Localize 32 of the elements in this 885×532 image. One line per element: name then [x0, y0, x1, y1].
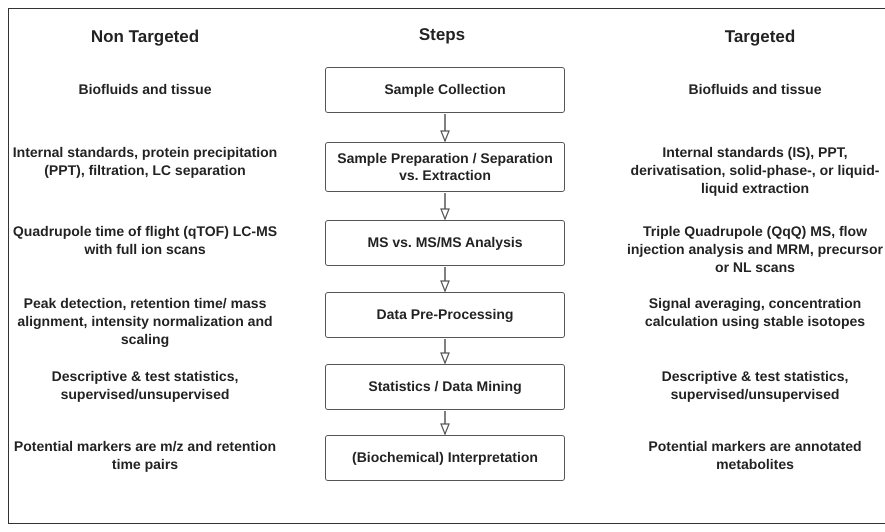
- description-text: Potential markers are annotated metabolites: [647, 437, 863, 474]
- step-label: Data Pre-Processing: [376, 306, 514, 324]
- description-text: Potential markers are m/z and retention time pairs: [12, 437, 278, 474]
- step-box: [325, 142, 565, 192]
- description-text: Quadrupole time of flight (qTOF) LC-MS with full ion scans: [12, 222, 278, 258]
- step-label: Sample Collection: [384, 81, 506, 99]
- step-label: Sample Preparation / Separation vs. Extraction: [336, 150, 554, 184]
- step-label: (Biochemical) Interpretation: [352, 449, 538, 467]
- step-box: [325, 435, 565, 481]
- step-label: MS vs. MS/MS Analysis: [367, 234, 523, 252]
- description-text: Biofluids and tissue: [687, 80, 822, 98]
- column-heading: Steps: [418, 24, 466, 46]
- description-text: Descriptive & test statistics, supervised/unsupervised: [660, 367, 850, 404]
- description-text: Triple Quadrupole (QqQ) MS, flow injection analysis and MRM, precursor or NL scans: [626, 222, 884, 277]
- step-box: [325, 292, 565, 338]
- description-text: Biofluids and tissue: [77, 80, 212, 98]
- arrow: [440, 339, 450, 364]
- column-heading: Non Targeted: [90, 26, 200, 48]
- column-heading: Targeted: [724, 26, 796, 48]
- step-label: Statistics / Data Mining: [368, 378, 522, 396]
- arrow: [440, 193, 450, 220]
- step-box: [325, 364, 565, 410]
- description-text: Descriptive & test statistics, supervised/unsupervised: [50, 367, 240, 404]
- step-box: [325, 220, 565, 266]
- arrow: [440, 267, 450, 292]
- step-box: [325, 67, 565, 113]
- description-text: Internal standards, protein precipitation (PPT), filtration, LC separation: [12, 143, 278, 180]
- description-text: Internal standards (IS), PPT, derivatisation, solid-phase-, or liquid-liquid extraction: [630, 143, 880, 198]
- arrow: [440, 114, 450, 142]
- description-text: Signal averaging, concentration calculation using stable isotopes: [644, 294, 866, 330]
- description-text: Peak detection, retention time/ mass alignment, intensity normalization and scaling: [16, 294, 274, 349]
- arrow: [440, 411, 450, 435]
